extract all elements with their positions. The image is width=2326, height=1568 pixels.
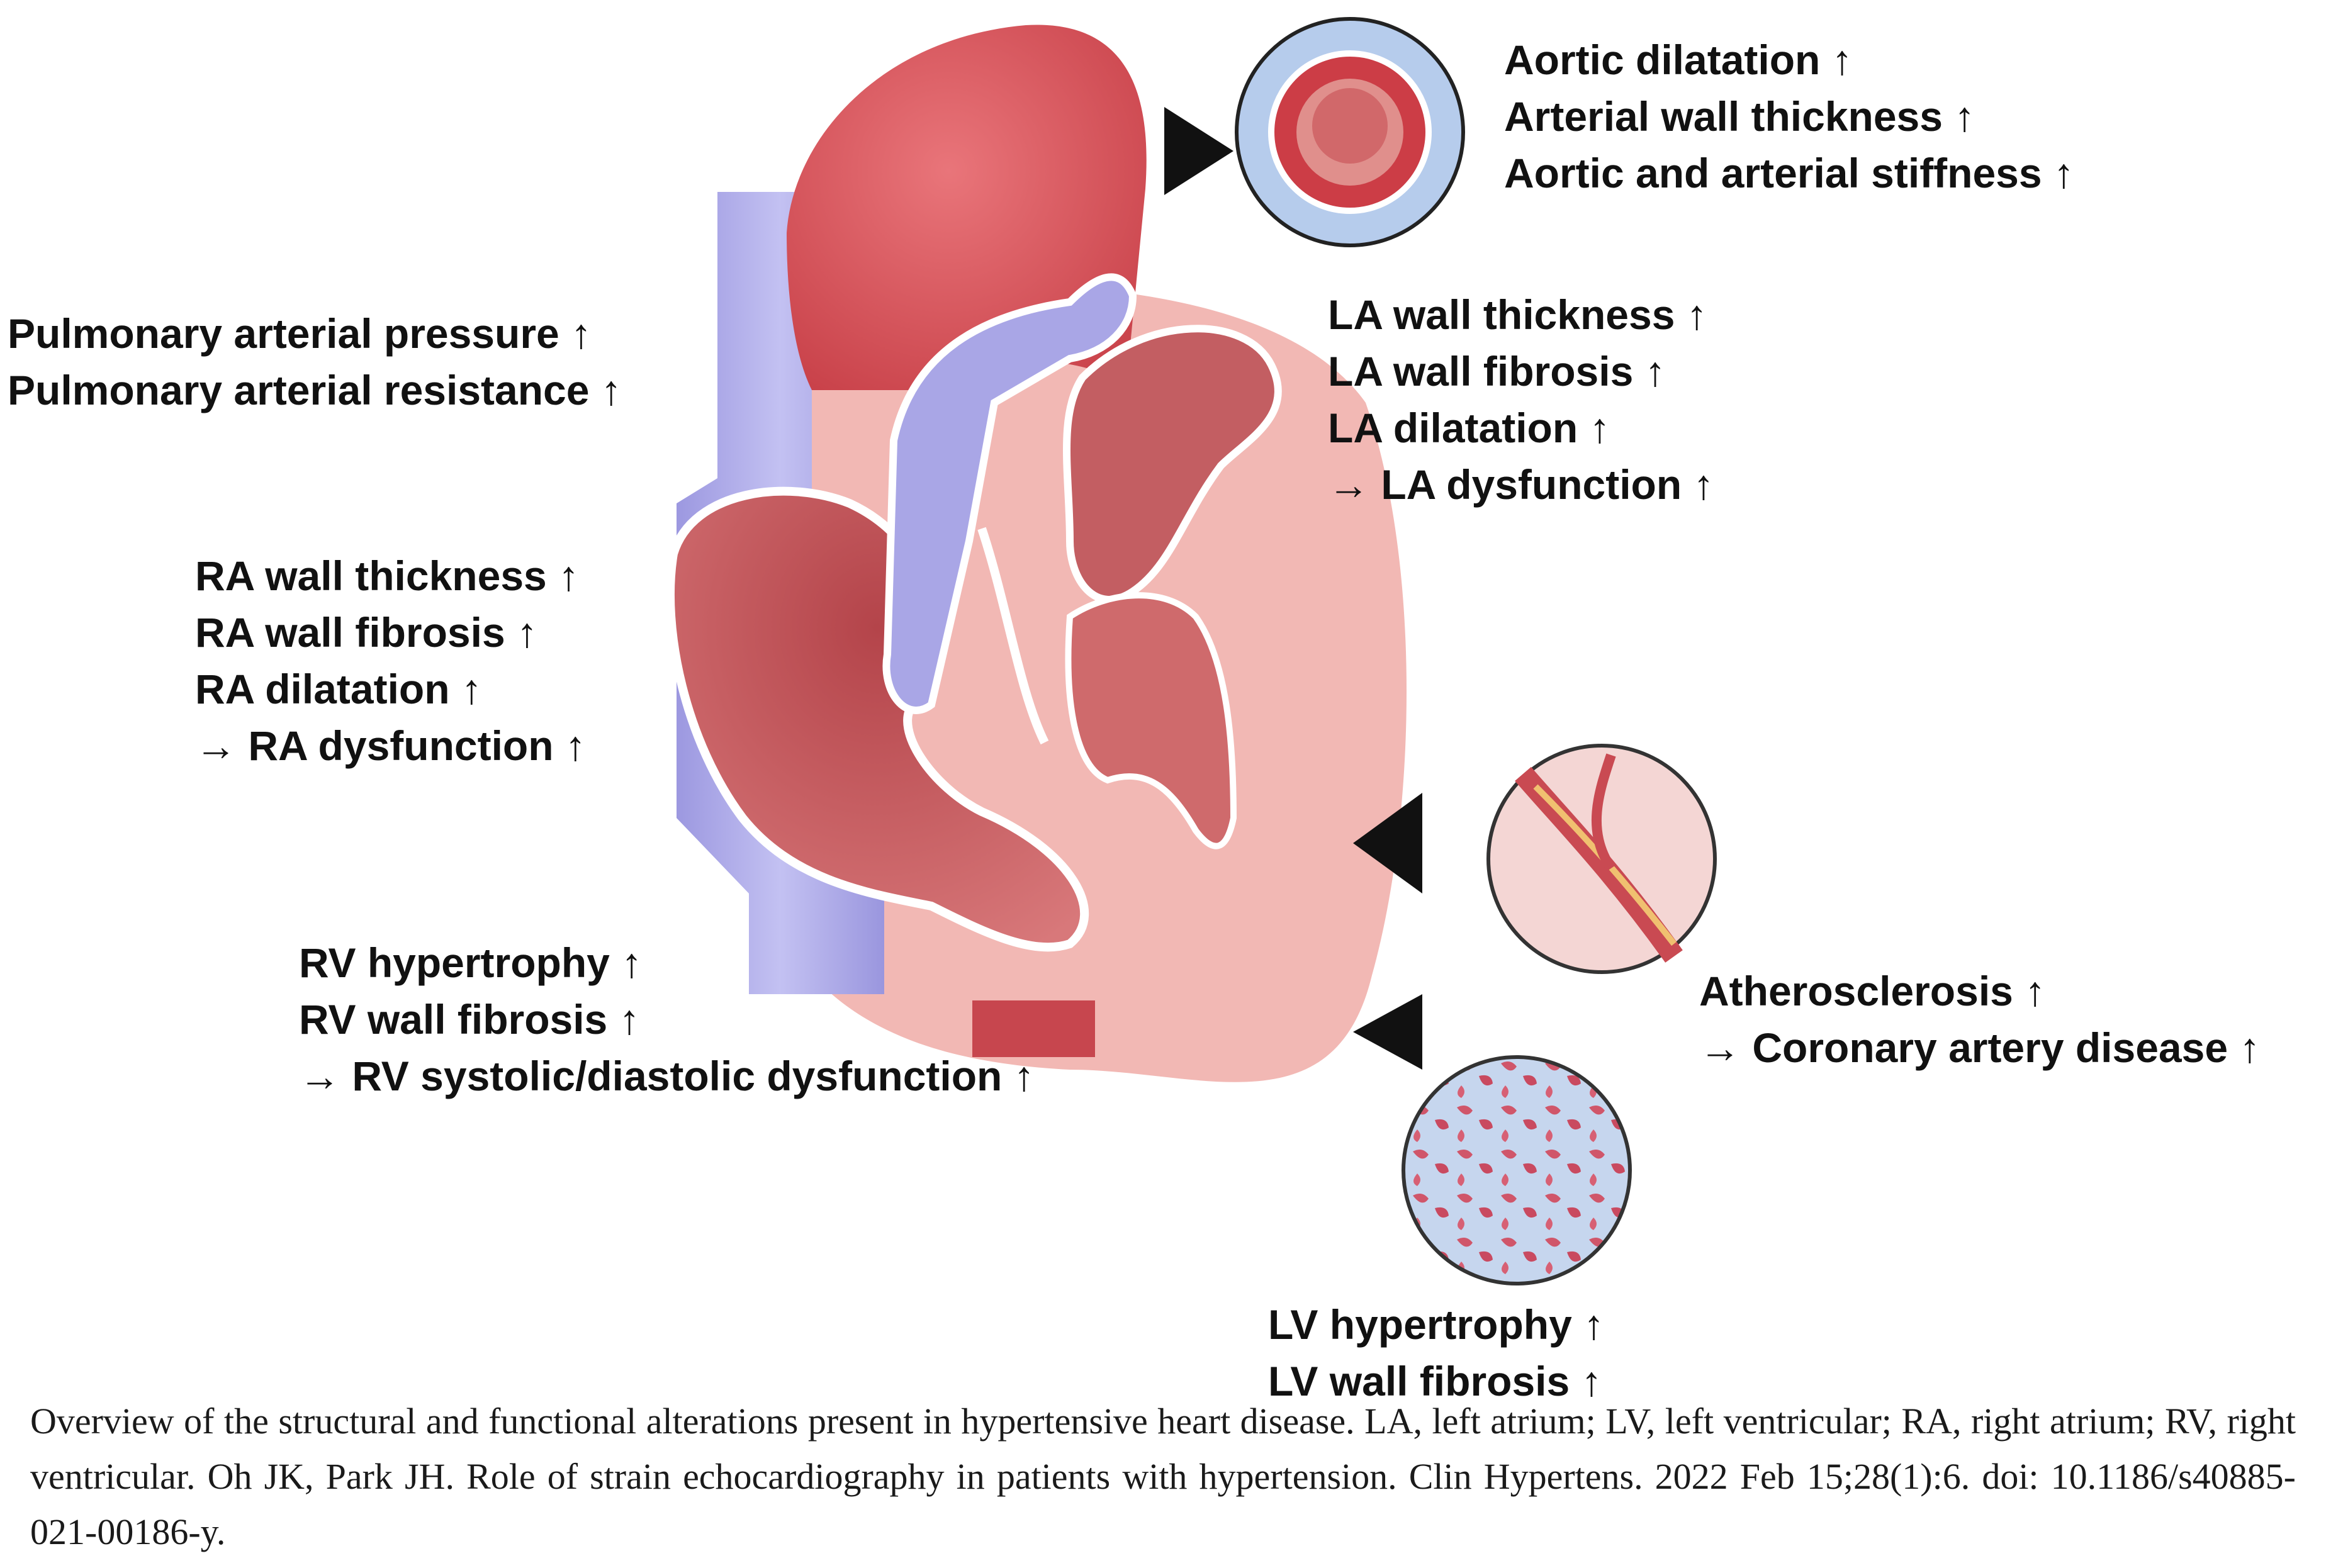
pointer-lv [1353, 994, 1422, 1070]
aorta-label-1: Aortic dilatation ↑ [1504, 36, 1853, 83]
aorta-label-2: Arterial wall thickness ↑ [1504, 93, 1975, 140]
la-label-group: LA wall thickness ↑ LA wall fibrosis ↑ L… [1328, 286, 1714, 513]
descending-aorta [972, 1000, 1095, 1057]
right-heart-chamber [665, 486, 1089, 952]
la-label-4: → LA dysfunction ↑ [1328, 461, 1714, 508]
pulmonary-label-1: Pulmonary arterial pressure ↑ [8, 310, 592, 357]
rv-label-1: RV hypertrophy ↑ [299, 939, 643, 986]
coronary-label-group: Atherosclerosis ↑ → Coronary artery dise… [1699, 963, 2260, 1076]
la-label-2: LA wall fibrosis ↑ [1328, 348, 1666, 395]
coronary-label-2: → Coronary artery disease ↑ [1699, 1024, 2261, 1071]
left-ventricle [1065, 592, 1237, 849]
la-label-1: LA wall thickness ↑ [1328, 291, 1707, 338]
pulmonary-label-2: Pulmonary arterial resistance ↑ [8, 367, 622, 413]
ra-label-2: RA wall fibrosis ↑ [195, 609, 537, 656]
ra-label-group: RA wall thickness ↑ RA wall fibrosis ↑ R… [195, 547, 586, 774]
coronary-label-1: Atherosclerosis ↑ [1699, 968, 2046, 1014]
la-label-3: LA dilatation ↑ [1328, 405, 1610, 451]
ra-label-3: RA dilatation ↑ [195, 666, 482, 712]
aorta-label-group: Aortic dilatation ↑ Arterial wall thickn… [1504, 31, 2074, 201]
lv-label-group: LV hypertrophy ↑ LV wall fibrosis ↑ [1268, 1296, 1604, 1409]
septum-line [977, 527, 1049, 745]
ra-label-4: → RA dysfunction ↑ [195, 722, 586, 769]
lv-label-2: LV wall fibrosis ↑ [1268, 1358, 1602, 1404]
rv-label-2: RV wall fibrosis ↑ [299, 996, 640, 1043]
aortic-arch [787, 25, 1147, 391]
aorta-label-3: Aortic and arterial stiffness ↑ [1504, 150, 2074, 196]
ra-label-1: RA wall thickness ↑ [195, 552, 580, 599]
coronary-inset [1486, 744, 1717, 974]
pulmonary-label-group: Pulmonary arterial pressure ↑ Pulmonary … [8, 305, 622, 418]
rv-label-3: → RV systolic/diastolic dysfunction ↑ [299, 1053, 1035, 1099]
lv-label-1: LV hypertrophy ↑ [1268, 1301, 1605, 1348]
aorta-inset [1235, 17, 1465, 247]
rv-label-group: RV hypertrophy ↑ RV wall fibrosis ↑ → RV… [299, 934, 1035, 1104]
left-atrium [1063, 325, 1282, 603]
lv-fibrosis-inset [1402, 1055, 1632, 1285]
pointer-aorta [1164, 107, 1233, 195]
pulmonary-artery [882, 273, 1137, 714]
pointer-coronary [1353, 793, 1422, 893]
figure-caption: Overview of the structural and functiona… [30, 1401, 2296, 1552]
